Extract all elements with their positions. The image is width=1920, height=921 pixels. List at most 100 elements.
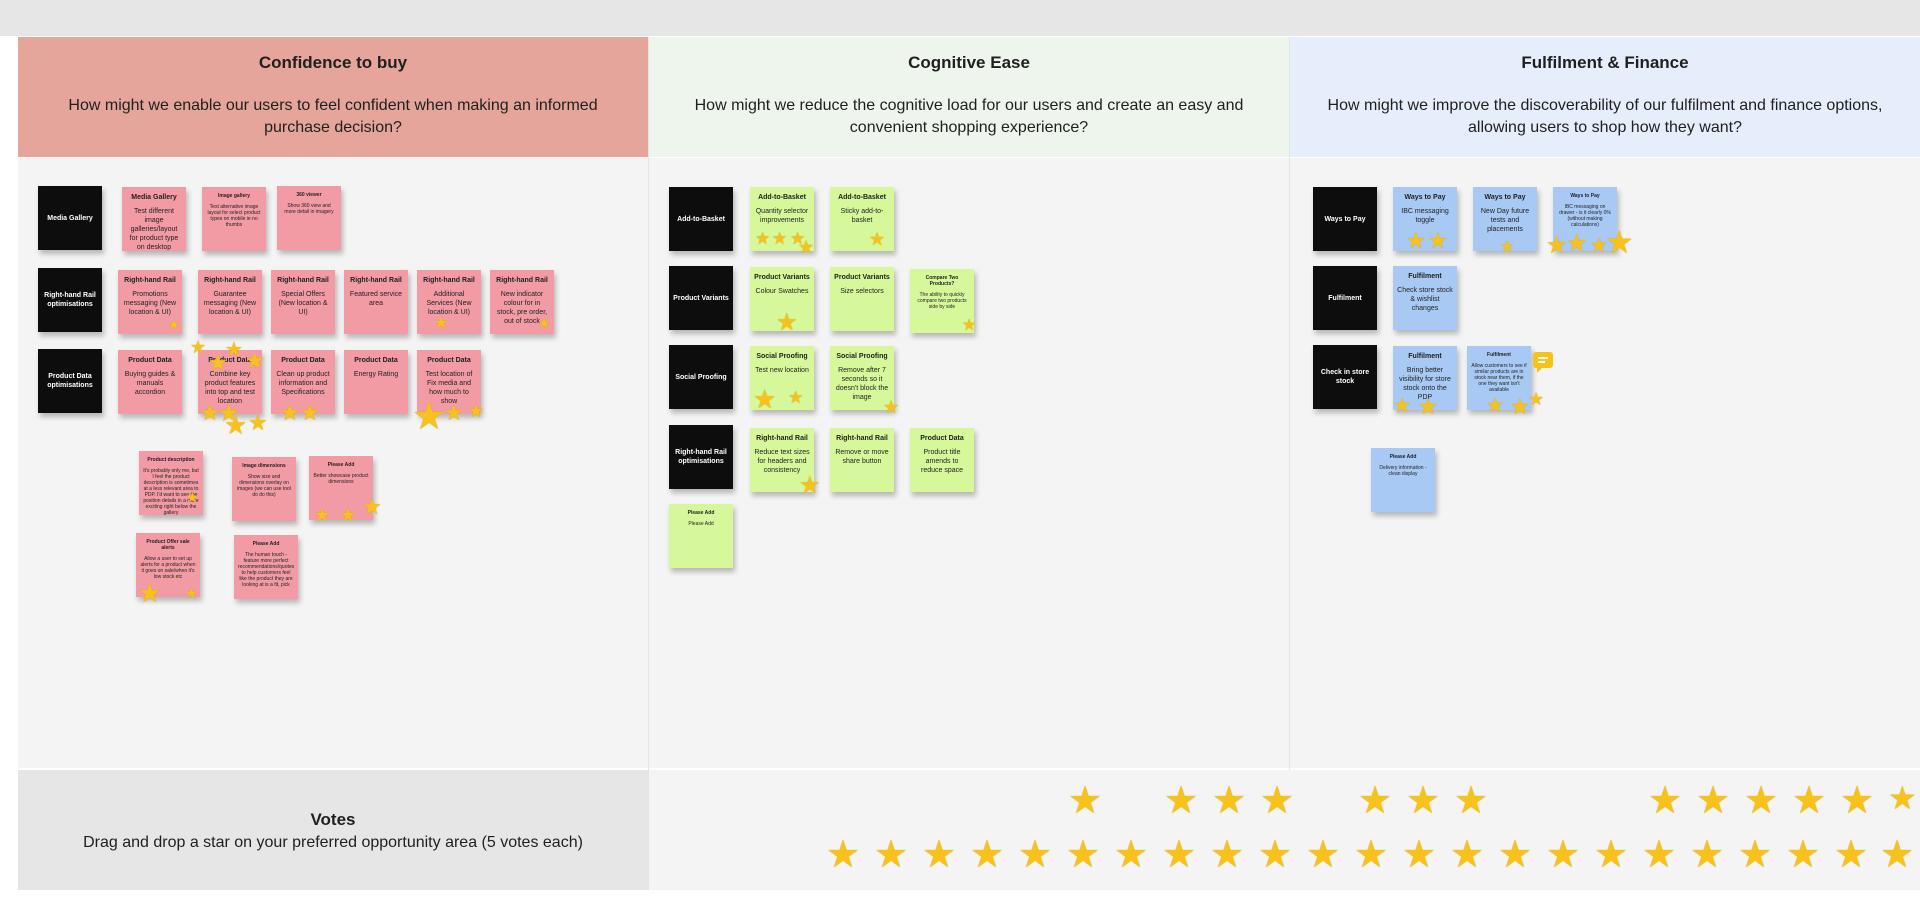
star-vote-icon[interactable]: ★ [200, 400, 220, 425]
sticky-note-rhr-label[interactable]: Right-hand Rail optimisations [38, 268, 102, 332]
star-vote-icon[interactable]: ★ [799, 472, 821, 499]
star-vote-icon[interactable]: ★ [1792, 780, 1827, 822]
star-vote-icon[interactable]: ★ [248, 410, 268, 435]
star-vote-icon[interactable]: ★ [1164, 780, 1199, 822]
star-vote-icon[interactable]: ★ [1498, 834, 1533, 876]
star-vote-icon[interactable]: ★ [1068, 780, 1103, 822]
star-vote-icon[interactable]: ★ [1605, 224, 1634, 260]
star-vote-icon[interactable]: ★ [1642, 834, 1677, 876]
star-vote-icon[interactable]: ★ [1834, 834, 1869, 876]
star-vote-icon[interactable]: ★ [883, 397, 900, 417]
star-vote-icon[interactable]: ★ [970, 834, 1005, 876]
star-vote-icon[interactable]: ★ [1162, 834, 1197, 876]
sticky-note-check-in-store-label[interactable]: Check in store stock [1313, 345, 1377, 409]
star-vote-icon[interactable]: ★ [412, 396, 447, 438]
star-vote-icon[interactable]: ★ [218, 400, 240, 427]
star-vote-icon[interactable]: ★ [434, 315, 449, 332]
star-vote-icon[interactable]: ★ [340, 505, 357, 525]
sticky-note-add-to-basket-label[interactable]: Add-to-Basket [669, 187, 733, 251]
sticky-note-ways-to-pay-label[interactable]: Ways to Pay [1313, 187, 1377, 251]
star-vote-icon[interactable]: ★ [1418, 394, 1438, 419]
star-vote-icon[interactable]: ★ [362, 494, 382, 519]
comment-icon[interactable] [1533, 352, 1553, 373]
star-vote-icon[interactable]: ★ [1528, 389, 1545, 409]
star-vote-icon[interactable]: ★ [1406, 780, 1441, 822]
star-vote-icon[interactable]: ★ [1880, 834, 1915, 876]
star-vote-icon[interactable]: ★ [1454, 780, 1489, 822]
star-vote-icon[interactable]: ★ [1648, 780, 1683, 822]
star-vote-icon[interactable]: ★ [1546, 232, 1568, 259]
star-vote-icon[interactable]: ★ [1393, 395, 1411, 417]
star-vote-icon[interactable]: ★ [190, 337, 207, 357]
star-vote-icon[interactable]: ★ [245, 348, 265, 373]
star-vote-icon[interactable]: ★ [1212, 780, 1247, 822]
star-vote-icon[interactable]: ★ [1406, 228, 1426, 253]
sticky-note[interactable]: Compare Two Products?The ability to quic… [910, 269, 974, 333]
star-vote-icon[interactable]: ★ [314, 505, 331, 525]
star-vote-icon[interactable]: ★ [538, 315, 551, 331]
star-vote-icon[interactable]: ★ [1696, 780, 1731, 822]
star-vote-icon[interactable]: ★ [755, 229, 771, 248]
star-vote-icon[interactable]: ★ [1114, 834, 1149, 876]
star-vote-icon[interactable]: ★ [826, 834, 861, 876]
star-vote-icon[interactable]: ★ [874, 834, 909, 876]
star-vote-icon[interactable]: ★ [790, 229, 806, 248]
star-vote-icon[interactable]: ★ [1500, 239, 1515, 256]
star-vote-icon[interactable]: ★ [1744, 780, 1779, 822]
star-vote-icon[interactable]: ★ [869, 229, 886, 249]
star-vote-icon[interactable]: ★ [138, 578, 162, 608]
star-vote-icon[interactable]: ★ [300, 400, 320, 425]
star-vote-icon[interactable]: ★ [776, 309, 798, 336]
star-vote-icon[interactable]: ★ [225, 339, 243, 361]
star-vote-icon[interactable]: ★ [1358, 780, 1393, 822]
star-vote-icon[interactable]: ★ [280, 400, 300, 425]
star-vote-icon[interactable]: ★ [1594, 834, 1629, 876]
star-vote-icon[interactable]: ★ [1260, 780, 1295, 822]
star-vote-icon[interactable]: ★ [788, 388, 804, 407]
star-vote-icon[interactable]: ★ [798, 237, 815, 257]
star-vote-icon[interactable]: ★ [186, 489, 199, 505]
sticky-note-product-variants-label[interactable]: Product Variants [669, 266, 733, 330]
star-vote-icon[interactable]: ★ [1590, 235, 1608, 257]
star-vote-icon[interactable]: ★ [468, 401, 485, 421]
star-vote-icon[interactable]: ★ [1210, 834, 1245, 876]
star-vote-icon[interactable]: ★ [1546, 834, 1581, 876]
star-vote-icon[interactable]: ★ [1258, 834, 1293, 876]
star-vote-icon[interactable]: ★ [1888, 780, 1917, 816]
star-vote-icon[interactable]: ★ [444, 400, 464, 425]
sticky-note-social-proofing-label[interactable]: Social Proofing [669, 345, 733, 409]
star-vote-icon[interactable]: ★ [1738, 834, 1773, 876]
star-vote-icon[interactable]: ★ [1566, 230, 1588, 257]
sticky-note-rhr-ce-label[interactable]: Right-hand Rail optimisations [669, 425, 733, 489]
star-vote-icon[interactable]: ★ [1510, 394, 1530, 419]
star-vote-icon[interactable]: ★ [1840, 780, 1875, 822]
star-vote-icon[interactable]: ★ [224, 410, 248, 440]
star-vote-icon[interactable]: ★ [753, 384, 777, 414]
star-vote-icon[interactable]: ★ [1428, 228, 1448, 253]
